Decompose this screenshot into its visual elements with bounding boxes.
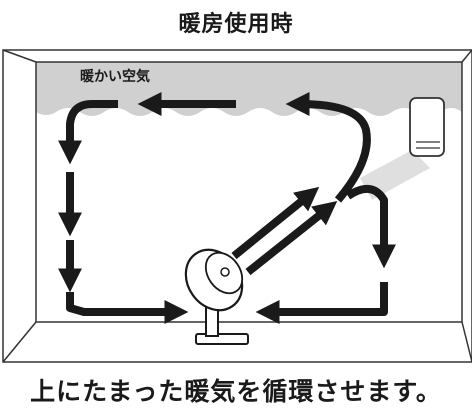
diagram-title: 暖房使用時 — [178, 12, 294, 37]
arrow-diagonal-1 — [231, 186, 320, 260]
arrow-top-right-curve — [285, 92, 371, 203]
warm-air-label: 暖かい空気 — [80, 68, 150, 85]
air-conditioner-icon — [409, 97, 445, 157]
circulation-arrows — [58, 92, 396, 324]
arrow-top-left-curve — [58, 100, 118, 165]
arrow-right-down — [345, 185, 396, 269]
airflow-beam — [360, 150, 430, 200]
arrow-bottom-right — [255, 282, 388, 324]
room-outline — [2, 49, 472, 363]
room-diagram: 暖かい空気 — [2, 49, 472, 363]
diagram-caption: 上にたまった暖気を循環させます。 — [30, 377, 442, 406]
arrow-diagonal-2 — [245, 201, 338, 276]
arrow-bottom-left — [66, 292, 189, 324]
circulator-fan-icon — [184, 248, 249, 345]
